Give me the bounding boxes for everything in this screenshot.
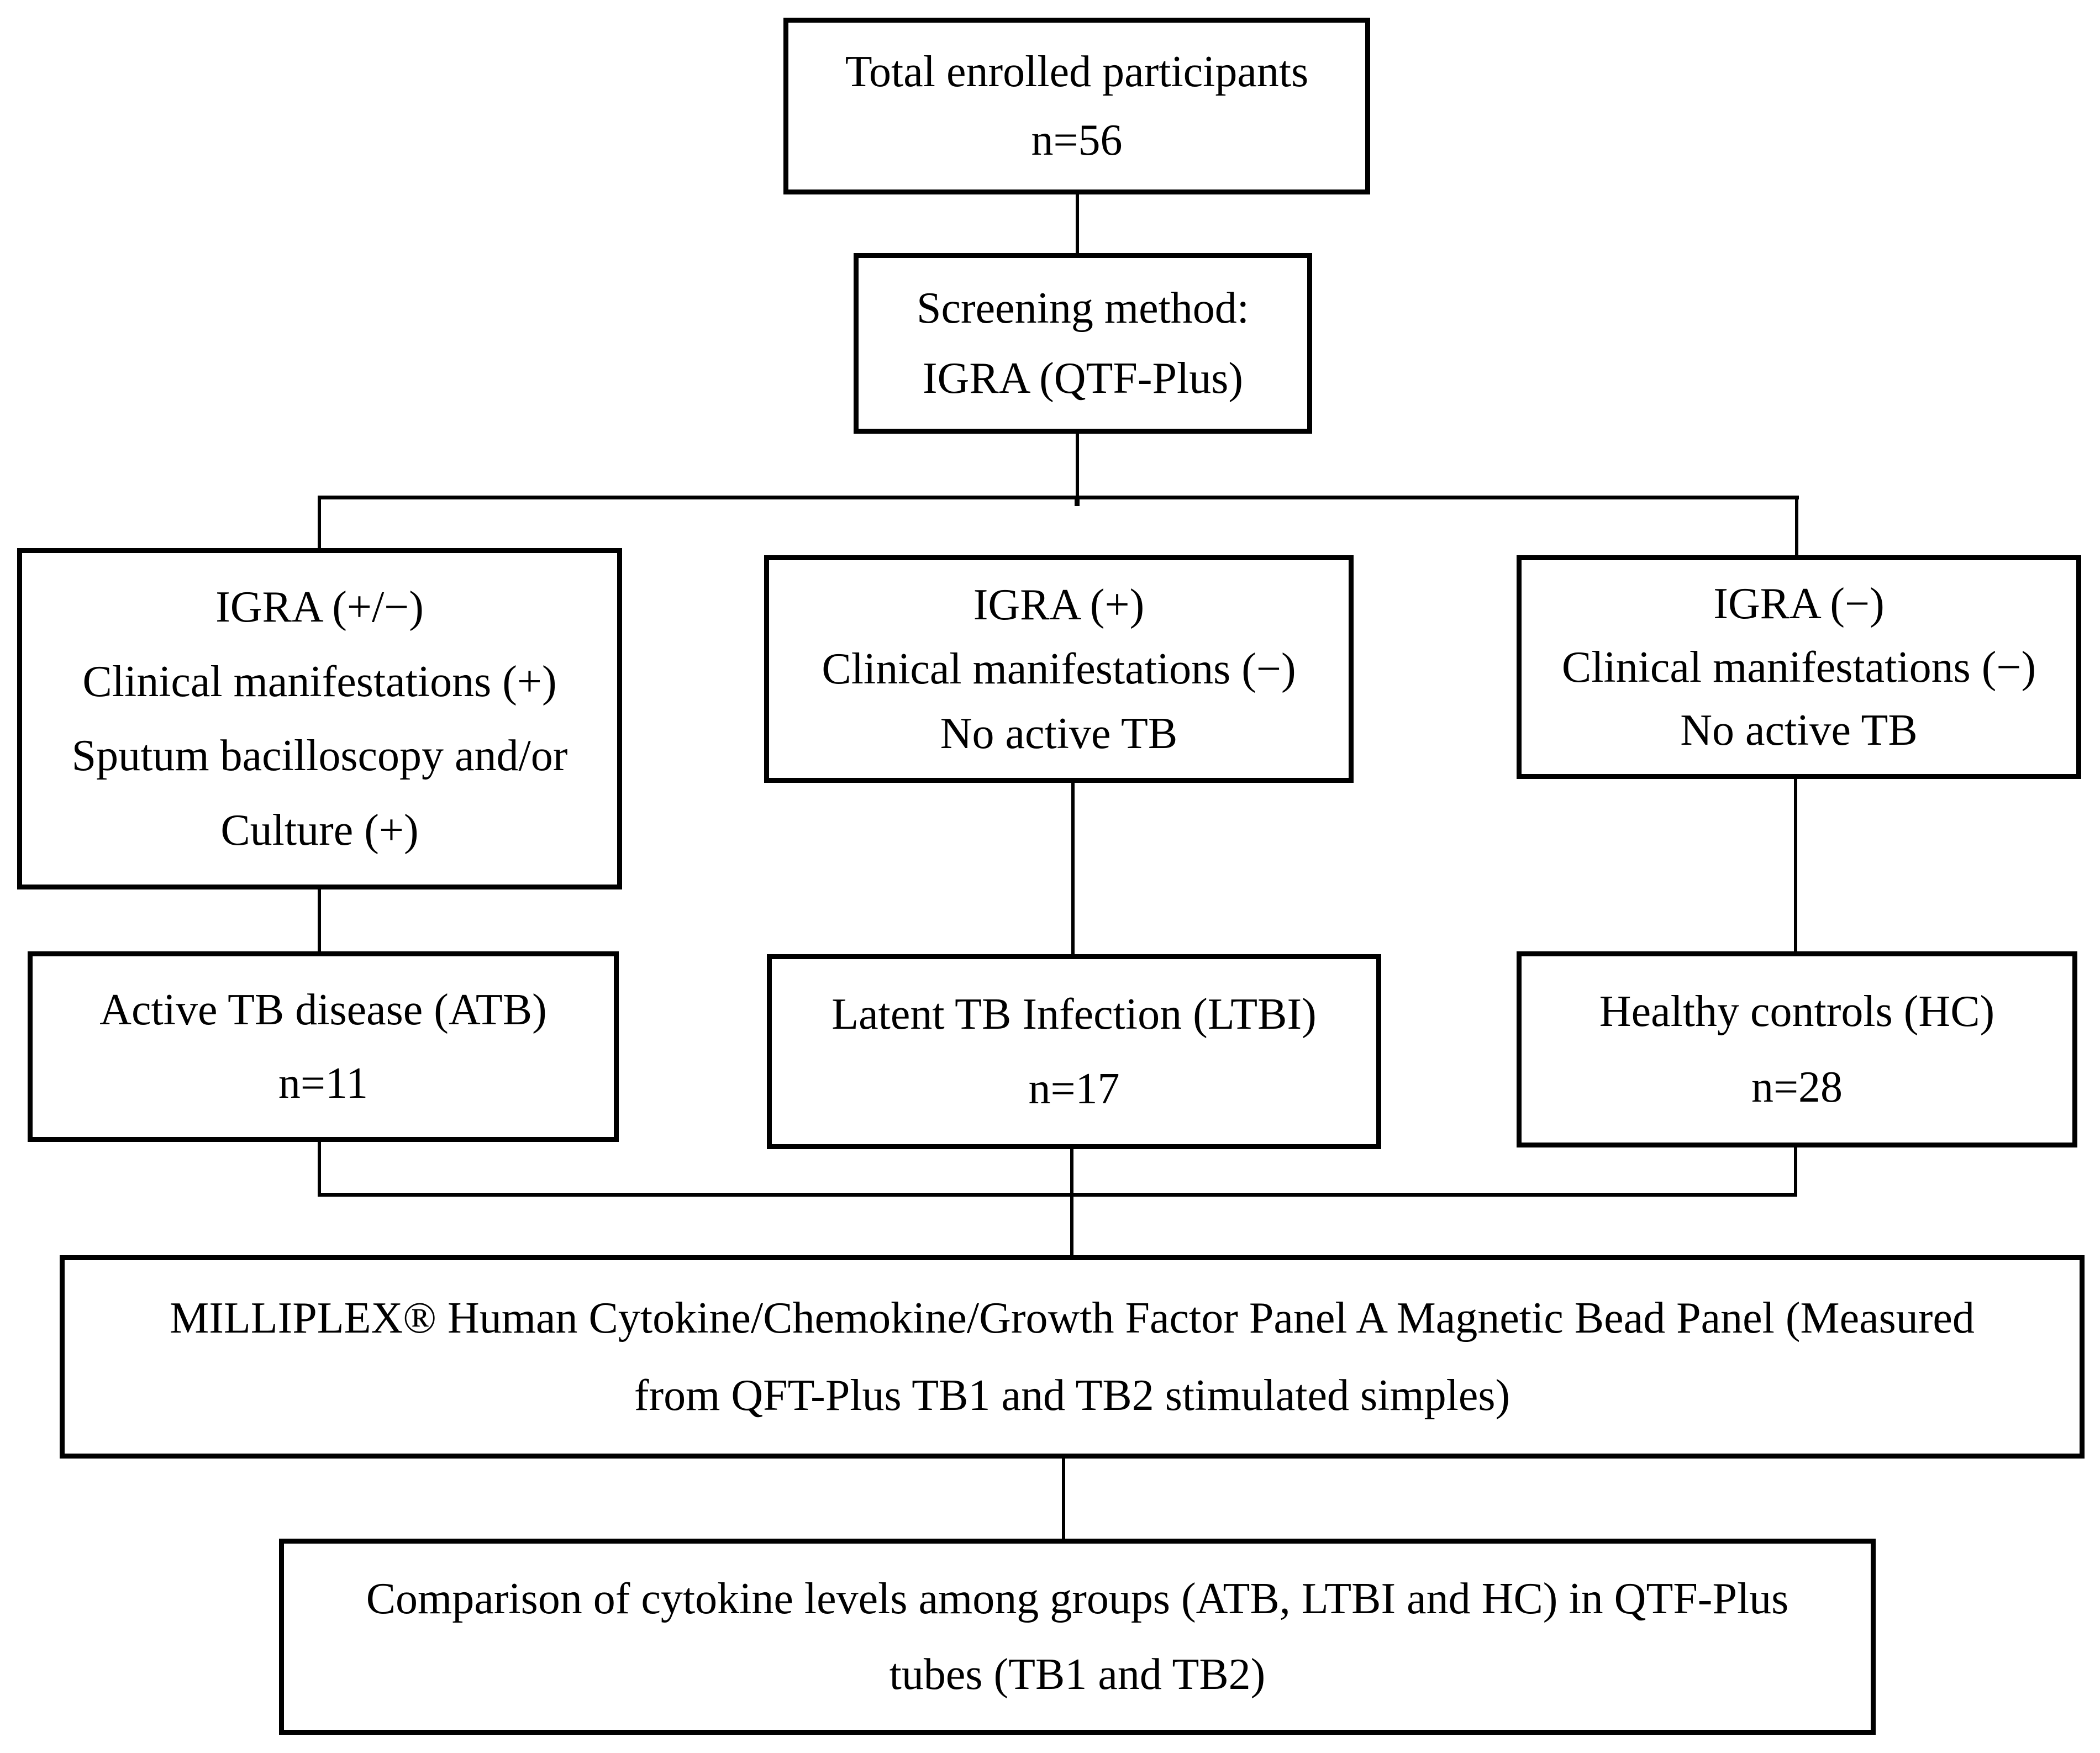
node-text-line: No active TB: [940, 709, 1178, 758]
node-ltbi-criteria: IGRA (+) Clinical manifestations (−) No …: [764, 555, 1354, 783]
node-group-atb: Active TB disease (ATB) n=11: [28, 951, 619, 1142]
node-text-line: MILLIPLEX® Human Cytokine/Chemokine/Grow…: [170, 1293, 1975, 1343]
node-text-line: Active TB disease (ATB): [99, 986, 547, 1034]
node-total-enrolled: Total enrolled participants n=56: [783, 18, 1370, 194]
node-text-line: n=28: [1751, 1062, 1843, 1112]
connector-hc-criteria-to-group: [1794, 779, 1797, 952]
node-text-line: tubes (TB1 and TB2): [889, 1650, 1266, 1699]
connector-milliplex-to-comparison: [1062, 1459, 1065, 1540]
node-text-line: IGRA (+/−): [215, 583, 424, 632]
node-comparison: Comparison of cytokine levels among grou…: [279, 1539, 1876, 1735]
node-text-line: Comparison of cytokine levels among grou…: [366, 1575, 1789, 1624]
node-text-line: Healthy controls (HC): [1599, 987, 1995, 1036]
node-atb-criteria: IGRA (+/−) Clinical manifestations (+) S…: [17, 548, 622, 889]
node-text-line: Clinical manifestations (+): [82, 657, 557, 706]
connector-atb-criteria-to-group: [318, 889, 321, 952]
branch-center-stub: [1075, 499, 1080, 506]
node-group-ltbi: Latent TB Infection (LTBI) n=17: [767, 954, 1381, 1149]
node-text-line: from QFT-Plus TB1 and TB2 stimulated sim…: [634, 1371, 1510, 1420]
node-text-line: Sputum bacilloscopy and/or: [71, 731, 568, 781]
node-milliplex-panel: MILLIPLEX® Human Cytokine/Chemokine/Grow…: [60, 1255, 2085, 1459]
node-text-line: Clinical manifestations (−): [1561, 643, 2036, 692]
branch-horizontal-line: [319, 496, 1799, 499]
node-screening-method: Screening method: IGRA (QTF-Plus): [854, 253, 1312, 434]
node-text-line: IGRA (QTF-Plus): [922, 354, 1244, 403]
connector-ltbi-group-to-milliplex: [1070, 1149, 1073, 1256]
node-group-hc: Healthy controls (HC) n=28: [1517, 951, 2077, 1147]
connector-ltbi-criteria-to-group: [1071, 783, 1075, 955]
node-text-line: IGRA (+): [973, 580, 1145, 629]
node-text-line: IGRA (−): [1713, 579, 1885, 628]
connector-branch-to-atb-criteria: [318, 496, 321, 550]
connector-total-to-screening: [1076, 194, 1079, 253]
merge-horizontal-line: [318, 1193, 1797, 1197]
node-text-line: No active TB: [1680, 706, 1918, 755]
connector-branch-to-hc-criteria: [1795, 496, 1798, 557]
node-text-line: Screening method:: [916, 284, 1250, 333]
node-text-line: Latent TB Infection (LTBI): [831, 989, 1317, 1039]
node-text-line: Total enrolled participants: [845, 47, 1309, 96]
node-text-line: n=56: [1031, 116, 1123, 165]
connector-screening-to-branch-line: [1076, 434, 1079, 499]
connector-hc-group-elbow: [1794, 1147, 1797, 1196]
node-text-line: n=11: [278, 1059, 369, 1108]
connector-atb-group-elbow: [318, 1141, 321, 1196]
node-hc-criteria: IGRA (−) Clinical manifestations (−) No …: [1517, 555, 2081, 779]
node-text-line: Culture (+): [220, 806, 419, 855]
node-text-line: Clinical manifestations (−): [822, 645, 1296, 693]
node-text-line: n=17: [1028, 1065, 1120, 1114]
